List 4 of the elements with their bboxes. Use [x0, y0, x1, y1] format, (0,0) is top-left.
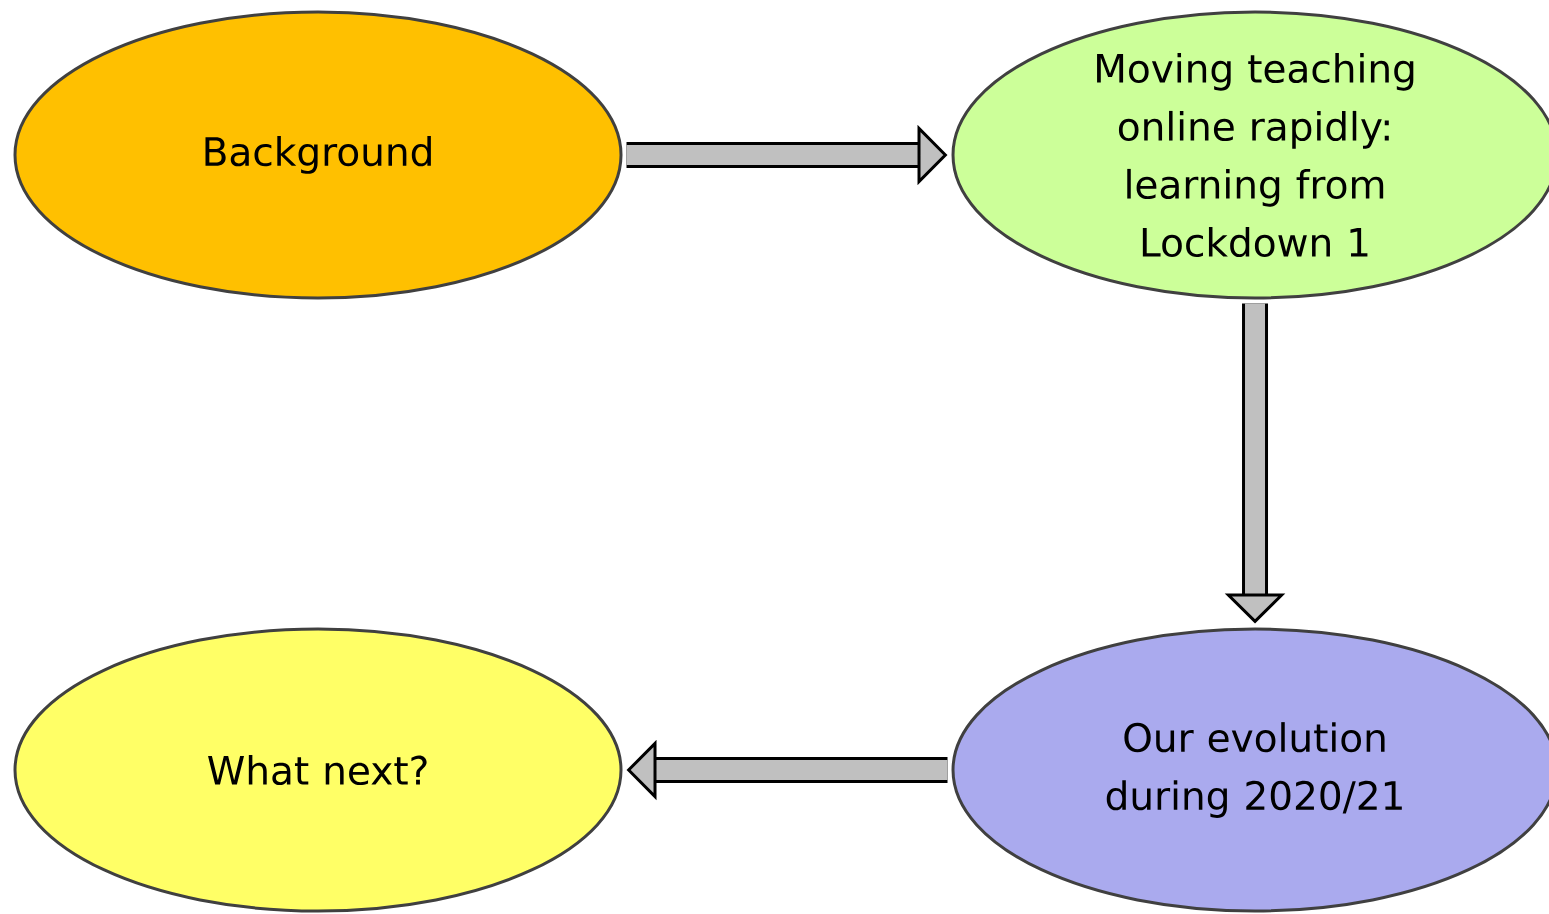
ellipse-node: Moving teaching online rapidly: learning from Lockdown 1	[951, 10, 1549, 300]
ellipse-node: Our evolution during 2020/21	[951, 627, 1549, 913]
ellipse-node: Background	[13, 10, 623, 300]
ellipse-node: What next?	[13, 627, 623, 913]
